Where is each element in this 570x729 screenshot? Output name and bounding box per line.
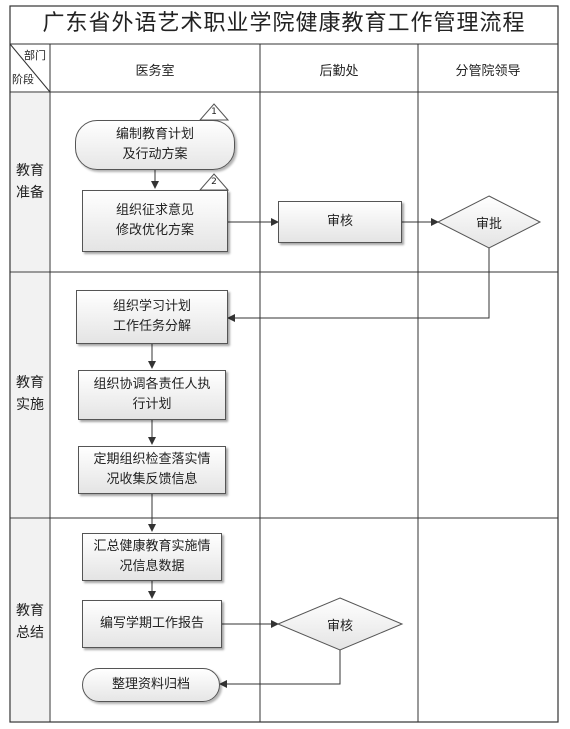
badge-1: 1 [211,107,217,117]
node-report: 编写学期工作报告 [82,600,222,648]
column-header-leader: 分管院领导 [455,64,521,79]
phase-preparation: 教育 准备 [10,160,50,204]
corner-dept-label: 部门 [24,49,46,62]
badge-2: 2 [211,177,217,187]
node-review-logistics: 审核 [278,201,402,243]
phase-bg-1 [11,93,49,271]
phase-summary-line1: 教育 [16,603,44,619]
node-coordinate-line1: 组织协调各责任人执 [93,377,211,392]
node-inspect: 定期组织检查落实情况收集反馈信息 [78,446,226,494]
page-title: 广东省外语艺术职业学院健康教育工作管理流程 [42,11,526,36]
node-review-summary: 审核 [326,619,353,634]
node-approve: 审批 [475,217,502,232]
phase-preparation-line2: 准备 [16,185,44,201]
outer-frame [9,5,559,723]
column-header-logistics: 后勤处 [319,64,359,79]
phase-implementation: 教育 实施 [10,372,50,416]
column-header-clinic: 医务室 [135,64,175,79]
node-coordinate-line2: 行计划 [132,397,172,412]
phase-bg-3 [11,519,49,721]
node-aggregate-line1: 汇总健康教育实施情 [93,539,211,554]
node-consult-line2: 修改优化方案 [115,223,194,238]
phase-summary-line2: 总结 [16,625,44,641]
node-consult-line1: 组织征求意见 [115,203,194,218]
node-study-line1: 组织学习计划 [112,299,191,314]
node-plan-line2: 及行动方案 [122,147,188,162]
phase-summary: 教育 总结 [10,600,50,644]
node-coordinate: 组织协调各责任人执行计划 [78,370,226,420]
node-plan-line1: 编制教育计划 [115,127,194,142]
node-consult: 组织征求意见修改优化方案 [82,190,228,252]
node-inspect-line1: 定期组织检查落实情 [93,452,211,467]
node-study: 组织学习计划工作任务分解 [76,290,228,344]
phase-implementation-line2: 实施 [16,397,44,413]
phase-bg-2 [11,273,49,517]
arrow-n10-n11 [219,650,341,688]
node-study-line2: 工作任务分解 [112,319,191,334]
arrow-n4-n5 [227,248,490,322]
node-inspect-line2: 况收集反馈信息 [106,472,198,487]
node-aggregate: 汇总健康教育实施情况信息数据 [82,533,222,581]
node-plan: 编制教育计划及行动方案 [75,120,235,170]
node-aggregate-line2: 况信息数据 [119,559,185,574]
corner-phase-label: 阶段 [12,73,34,86]
phase-preparation-line1: 教育 [16,163,44,179]
corner-diagonal [9,43,51,93]
node-archive: 整理资料归档 [82,668,220,702]
phase-implementation-line1: 教育 [16,375,44,391]
